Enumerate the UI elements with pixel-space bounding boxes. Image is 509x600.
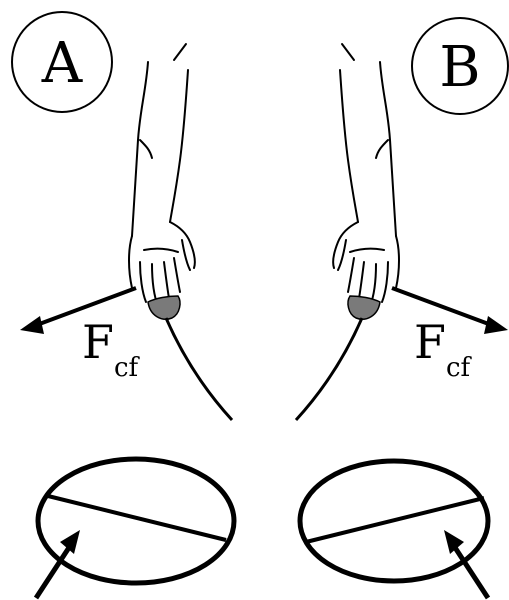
panel-b-letter: B <box>439 35 480 100</box>
panel-b-ball <box>348 296 380 319</box>
panel-a-force-label: F cf <box>82 315 141 383</box>
panel-b: B F cf <box>296 18 508 598</box>
panel-a-force-arrowhead <box>20 316 44 334</box>
panel-a-ellipse <box>38 459 234 583</box>
panel-b-pointer-arrowhead <box>444 530 464 554</box>
panel-b-ellipse-line <box>306 498 484 542</box>
panel-a-arm <box>129 44 195 306</box>
panel-b-force-arrowhead <box>484 316 508 334</box>
panel-a-letter: A <box>41 31 83 96</box>
panel-a-ball <box>148 296 180 319</box>
panel-a-pointer-arrowhead <box>60 530 80 554</box>
panel-a: A F cf <box>12 12 234 598</box>
panel-a-cord <box>166 318 232 420</box>
panel-b-cord <box>296 318 362 420</box>
panel-b-force-label: F cf <box>414 315 473 383</box>
panel-b-arm <box>333 44 399 306</box>
